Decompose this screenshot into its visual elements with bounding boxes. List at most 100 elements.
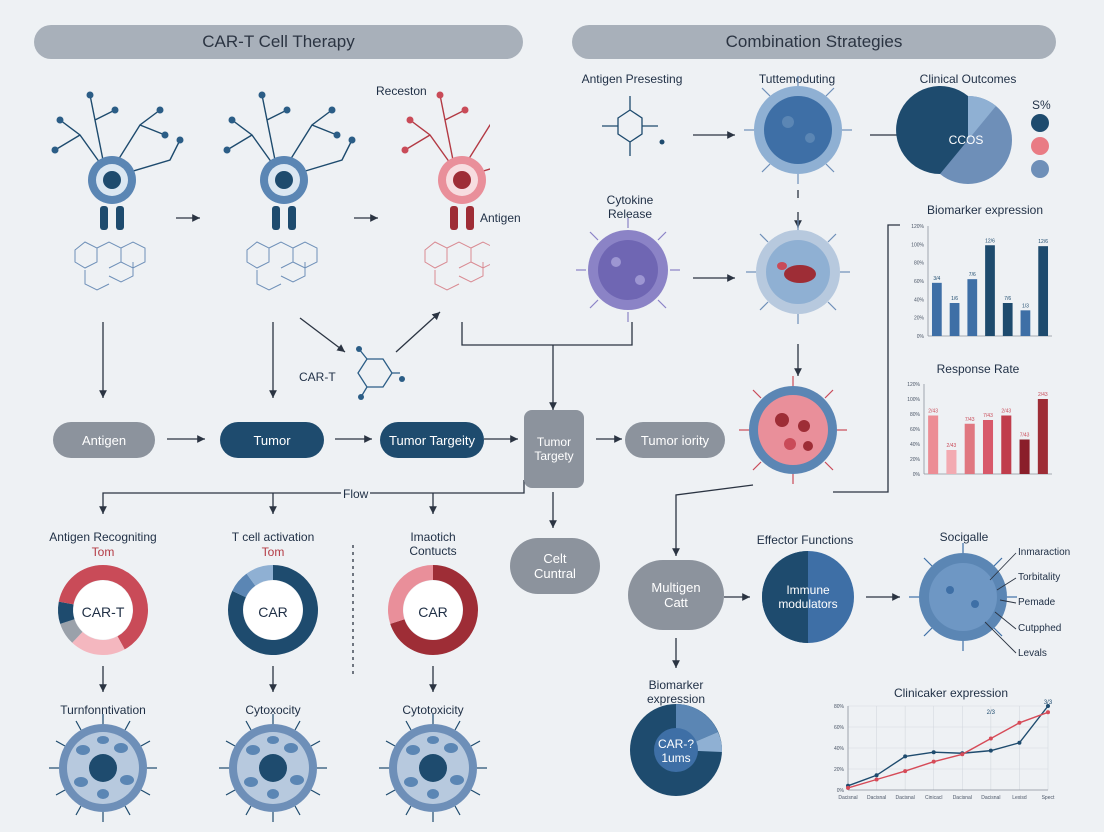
connector: [672, 484, 754, 556]
donut-bottom-label: Cytotoxicity: [402, 703, 464, 717]
x-tick-label: Cinicacl: [925, 795, 943, 801]
data-label: 2/43: [928, 409, 938, 415]
data-label: 3/4: [933, 276, 940, 282]
data-label: 12/6: [985, 238, 995, 244]
donut-slice: [390, 565, 478, 655]
data-label: 7/6: [969, 272, 976, 278]
effector-title: Effector Functions: [756, 533, 854, 547]
bar: [964, 423, 975, 474]
section-title-combination: Combination Strategies: [572, 25, 1056, 59]
bar: [946, 450, 957, 474]
tick-label: 20%: [834, 767, 845, 773]
tick-label: 20%: [910, 457, 921, 463]
bar: [1038, 246, 1049, 336]
legend-swatch: [1031, 137, 1049, 155]
donut-slice: [58, 601, 75, 624]
step-antigen-label: Antigen: [81, 432, 127, 448]
data-label: 7/43: [1020, 433, 1030, 439]
step-tumor-targety-label: Tumor Targety: [534, 435, 574, 463]
bar: [1002, 303, 1013, 336]
legend-swatch: [1031, 160, 1049, 178]
tick-label: 80%: [914, 261, 925, 267]
tick-label: 80%: [834, 704, 845, 710]
donut-subtitle: Tom: [261, 545, 285, 559]
tick-label: 0%: [917, 334, 925, 340]
tick-label: 40%: [834, 746, 845, 752]
step-tumor-targeting-label: Tumor Targeity: [389, 432, 475, 448]
x-tick-label: Dacisnal: [838, 795, 857, 801]
section-title-combination-text: Combination Strategies: [725, 32, 903, 51]
section-title-cart-text: CAR-T Cell Therapy: [202, 32, 355, 51]
donut-slice: [246, 565, 273, 586]
data-label: 2/43: [947, 443, 957, 449]
antigen-label: Antigen: [480, 211, 521, 225]
series-point: [988, 748, 993, 753]
bar: [1037, 399, 1048, 474]
donut-subtitle: Tom: [91, 545, 115, 559]
tick-label: 60%: [834, 725, 845, 731]
donut-center-label: CAR: [258, 604, 288, 620]
bar: [1020, 310, 1031, 336]
callout-label: Cutpphed: [1018, 623, 1062, 634]
clinical-outcomes-pie: [896, 86, 1012, 184]
step-tumor-iority-label: Tumor iority: [640, 432, 710, 448]
antigen-molecule-icon: [602, 96, 658, 156]
data-label: 1/6: [951, 296, 958, 302]
donut-center-label: CAR-T: [81, 604, 125, 620]
series-point: [903, 754, 908, 759]
cart-cell-icon: [51, 91, 184, 291]
donut-bottom-label: Cytoxocity: [245, 703, 301, 717]
data-label: 1/3: [1022, 303, 1029, 309]
connector: [99, 480, 525, 514]
donut-slice: [72, 631, 125, 655]
section-title-cart: CAR-T Cell Therapy: [34, 25, 523, 59]
data-label: 12/6: [1038, 239, 1048, 245]
series-point: [931, 759, 936, 764]
series-line: [847, 711, 1049, 789]
series-point: [903, 769, 908, 774]
clinical-outcomes-title: Clinical Outcomes: [919, 72, 1017, 86]
series-point: [1046, 704, 1050, 708]
cell-control-node[interactable]: Celt Cuntral: [510, 538, 600, 594]
cart-cell-red-icon: [401, 91, 490, 291]
step-tumor-targety[interactable]: Tumor Targety: [524, 410, 584, 488]
tick-label: 120%: [907, 382, 920, 388]
cytokine-cell-icon: [576, 218, 680, 322]
series-point: [1046, 710, 1050, 715]
x-tick-label: Spect: [1042, 795, 1055, 801]
step-tumor-targeting[interactable]: Tumor Targeity: [380, 422, 484, 458]
antigen-presenting-title: Antigen Presesting: [581, 72, 683, 86]
legend-pct: S%: [1032, 98, 1051, 112]
tick-label: 60%: [910, 427, 921, 433]
step-tumor-iority[interactable]: Tumor iority: [625, 422, 725, 458]
multigen-node[interactable]: Multigen Catt: [628, 560, 724, 630]
tick-label: 100%: [907, 397, 920, 403]
step-tumor-label: Tumor: [253, 432, 291, 448]
bar: [982, 420, 994, 474]
x-tick-label: Dacisnal: [896, 795, 915, 801]
receptor-label: Receston: [376, 84, 427, 98]
point-label: 3/3: [1044, 700, 1053, 706]
car-tums-donut: [630, 704, 723, 796]
step-antigen[interactable]: Antigen: [53, 422, 155, 458]
x-tick-label: Dacisnal: [953, 795, 972, 801]
series-point: [846, 785, 850, 790]
tumor-cell-inclusion-icon: [746, 220, 850, 324]
donut-slice: [387, 565, 433, 624]
arrow: [299, 317, 346, 353]
tick-label: 120%: [911, 224, 924, 230]
donut-slice: [58, 565, 103, 605]
step-tumor[interactable]: Tumor: [220, 422, 324, 458]
series-line: [847, 705, 1049, 787]
tick-label: 0%: [837, 788, 845, 794]
series-point: [988, 736, 993, 741]
bar-chart-title: Biomarker expression: [926, 203, 1044, 217]
pie-center-label: CCOS: [948, 133, 984, 147]
bar: [949, 303, 960, 336]
tick-label: 80%: [910, 412, 921, 418]
callout-label: Torbitality: [1018, 572, 1061, 583]
donut-bottom-label: Turnfonntivation: [60, 703, 146, 717]
line-chart-title: Clinicaker expression: [893, 686, 1009, 700]
